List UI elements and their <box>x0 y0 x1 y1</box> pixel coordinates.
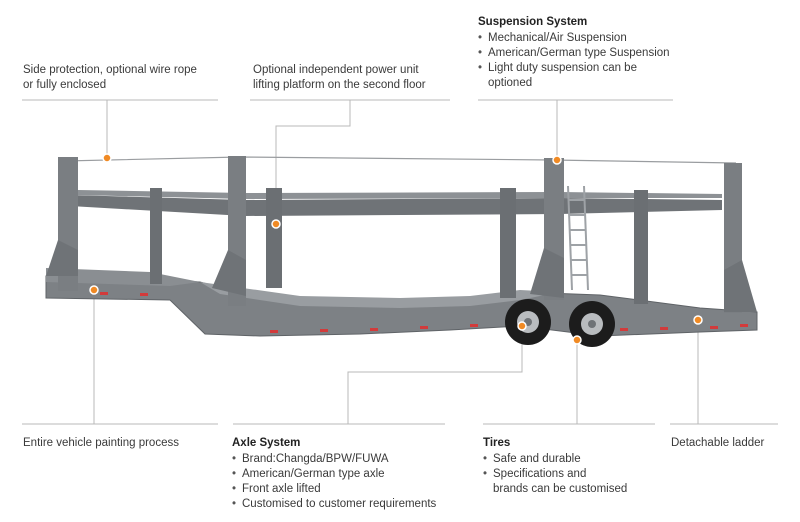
power-unit-line-2: lifting platform on the second floor <box>253 79 426 91</box>
label-suspension: Suspension System Mechanical/Air Suspens… <box>478 15 670 91</box>
label-side-protection: Side protection, optional wire rope or f… <box>23 63 197 93</box>
gusset-back <box>724 260 757 312</box>
axle-item: Front axle lifted <box>232 482 436 497</box>
tires-item: Safe and durable <box>483 452 627 467</box>
lower-deck-floor <box>200 282 560 308</box>
wheels <box>505 299 615 347</box>
tires-item: Specifications and <box>483 467 627 482</box>
marker-suspension <box>552 155 562 165</box>
post-front-inner <box>150 188 162 284</box>
post-mid-2 <box>266 188 282 288</box>
axle-title: Axle System <box>232 437 301 449</box>
post-rear-2 <box>634 190 648 304</box>
side-protection-line-1: Side protection, optional wire rope <box>23 64 197 76</box>
post-mid-3 <box>500 188 516 298</box>
painting-text: Entire vehicle painting process <box>23 437 179 449</box>
gusset-front <box>46 240 78 276</box>
leader-axle-v <box>347 326 523 424</box>
axle-list: Brand:Changda/BPW/FUWA American/German t… <box>232 452 436 512</box>
label-power-unit: Optional independent power unit lifting … <box>253 63 426 93</box>
marker-painting <box>89 285 99 295</box>
wire-rope <box>63 156 737 164</box>
tires-item: brands can be customised <box>493 483 628 495</box>
label-ladder: Detachable ladder <box>671 436 764 451</box>
upper-deck-rail <box>78 190 722 199</box>
label-axle: Axle System Brand:Changda/BPW/FUWA Ameri… <box>232 436 436 512</box>
power-unit-line-1: Optional independent power unit <box>253 64 419 76</box>
axle-item: Brand:Changda/BPW/FUWA <box>232 452 436 467</box>
suspension-list: Mechanical/Air Suspension American/Germa… <box>478 31 670 91</box>
suspension-item: Mechanical/Air Suspension <box>478 31 670 46</box>
callout-markers <box>89 153 703 345</box>
label-tires: Tires Safe and durable Specifications an… <box>483 436 627 497</box>
marker-ladder <box>693 315 703 325</box>
leader-power-unit-v <box>275 100 351 224</box>
marker-power-unit <box>271 219 281 229</box>
marker-tires <box>572 335 582 345</box>
ladder-text: Detachable ladder <box>671 437 765 449</box>
ladder <box>567 185 589 291</box>
suspension-item: American/German type Suspension <box>478 46 670 61</box>
marker-axle <box>517 321 527 331</box>
reflectors <box>100 292 748 333</box>
suspension-item: Light duty suspension can be <box>478 61 670 76</box>
side-protection-line-2: or fully enclosed <box>23 79 107 91</box>
marker-side-protection <box>102 153 112 163</box>
axle-item: American/German type axle <box>232 467 436 482</box>
gusset-mid <box>212 250 246 296</box>
tires-list: Safe and durable Specifications and bran… <box>483 452 627 497</box>
suspension-item: optioned <box>488 77 533 89</box>
gusset-rear <box>530 248 564 298</box>
leader-lines <box>22 99 778 425</box>
trailer <box>45 156 758 347</box>
label-painting: Entire vehicle painting process <box>23 436 179 451</box>
axle-item: Customised to customer requirements <box>232 497 436 512</box>
suspension-title: Suspension System <box>478 16 588 28</box>
tires-title: Tires <box>483 437 511 449</box>
